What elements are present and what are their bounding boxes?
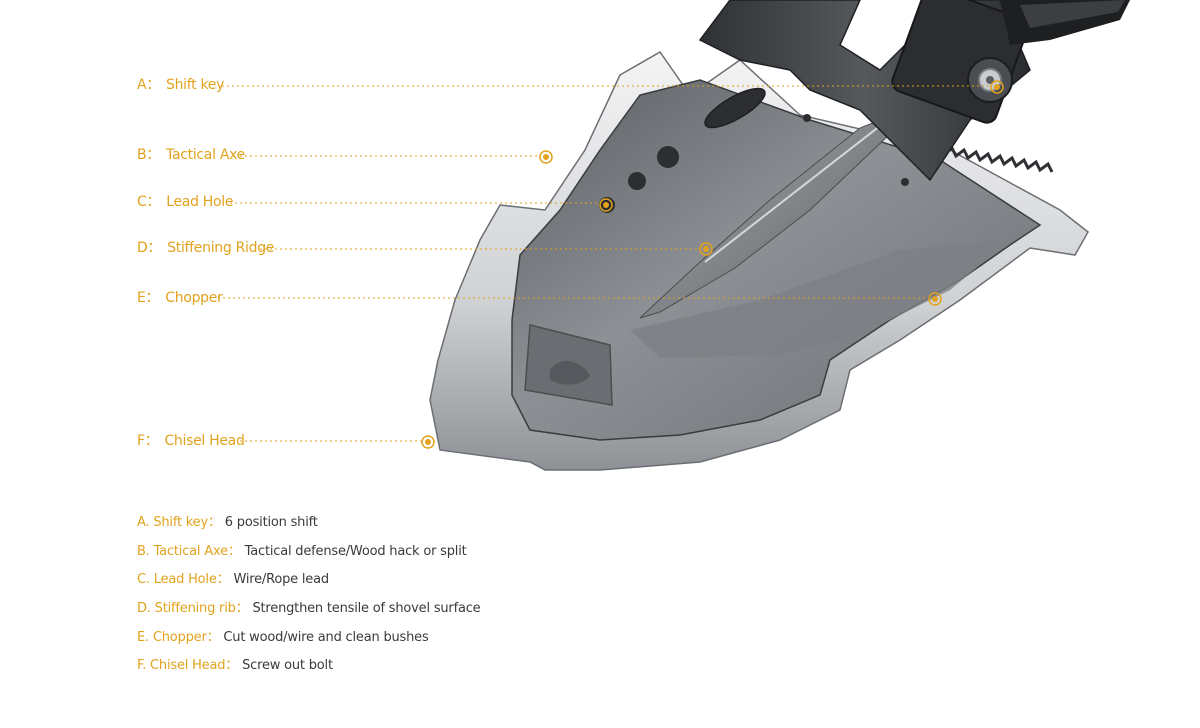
callout-letter: E： — [137, 290, 160, 306]
callout-f: F： Chisel Head — [137, 433, 245, 449]
spec-item: F. Chisel Head：Screw out bolt — [137, 658, 333, 674]
lead-hole — [657, 146, 679, 168]
callout-label: Stiffening Ridge — [167, 240, 275, 256]
callout-label: Tactical Axe — [166, 147, 245, 163]
callout-label: Chopper — [165, 290, 223, 306]
callout-letter: D： — [137, 240, 162, 256]
target-marker-b — [539, 150, 553, 164]
callout-a: A： Shift key — [137, 77, 224, 93]
lead-hole-slot — [704, 87, 766, 129]
target-marker-c — [599, 198, 613, 212]
target-marker-a — [990, 80, 1004, 94]
spec-value: 6 position shift — [224, 515, 318, 530]
callout-letter: B： — [137, 147, 161, 163]
target-marker-e — [928, 292, 942, 306]
spec-value: Wire/Rope lead — [233, 572, 329, 587]
target-markers — [421, 80, 1004, 449]
lead-hole — [628, 172, 646, 190]
spec-value: Screw out bolt — [242, 658, 333, 673]
spec-value: Strengthen tensile of shovel surface — [252, 601, 481, 616]
target-marker-f — [421, 435, 435, 449]
spec-item: D. Stiffening rib：Strengthen tensile of … — [137, 601, 481, 617]
shovel-handle — [1000, 0, 1130, 45]
leader-lines — [218, 85, 990, 442]
spec-key: F. Chisel Head： — [137, 658, 239, 673]
callout-letter: C： — [137, 194, 161, 210]
spec-item: A. Shift key：6 position shift — [137, 515, 318, 531]
callout-e: E： Chopper — [137, 290, 223, 306]
spec-key: E. Chopper： — [137, 630, 220, 645]
spec-key: D. Stiffening rib： — [137, 601, 249, 616]
callout-d: D： Stiffening Ridge — [137, 240, 274, 256]
shovel-head — [429, 0, 1130, 471]
spec-value: Tactical defense/Wood hack or split — [244, 544, 467, 559]
blade-lower-facet — [630, 240, 1010, 358]
callout-b: B： Tactical Axe — [137, 147, 245, 163]
callout-label: Chisel Head — [164, 433, 245, 449]
callout-c: C： Lead Hole — [137, 194, 233, 210]
shift-key-knob — [891, 0, 1029, 124]
spec-item: E. Chopper：Cut wood/wire and clean bushe… — [137, 630, 429, 646]
callout-letter: F： — [137, 433, 159, 449]
callout-letter: A： — [137, 77, 160, 93]
callout-label: Shift key — [165, 77, 225, 93]
target-marker-d — [699, 242, 713, 256]
spec-key: A. Shift key： — [137, 515, 221, 530]
callout-label: Lead Hole — [166, 194, 234, 210]
spec-value: Cut wood/wire and clean bushes — [223, 630, 429, 645]
spec-key: C. Lead Hole： — [137, 572, 230, 587]
spec-item: C. Lead Hole：Wire/Rope lead — [137, 572, 329, 588]
spec-item: B. Tactical Axe：Tactical defense/Wood ha… — [137, 544, 467, 560]
spec-key: B. Tactical Axe： — [137, 544, 241, 559]
